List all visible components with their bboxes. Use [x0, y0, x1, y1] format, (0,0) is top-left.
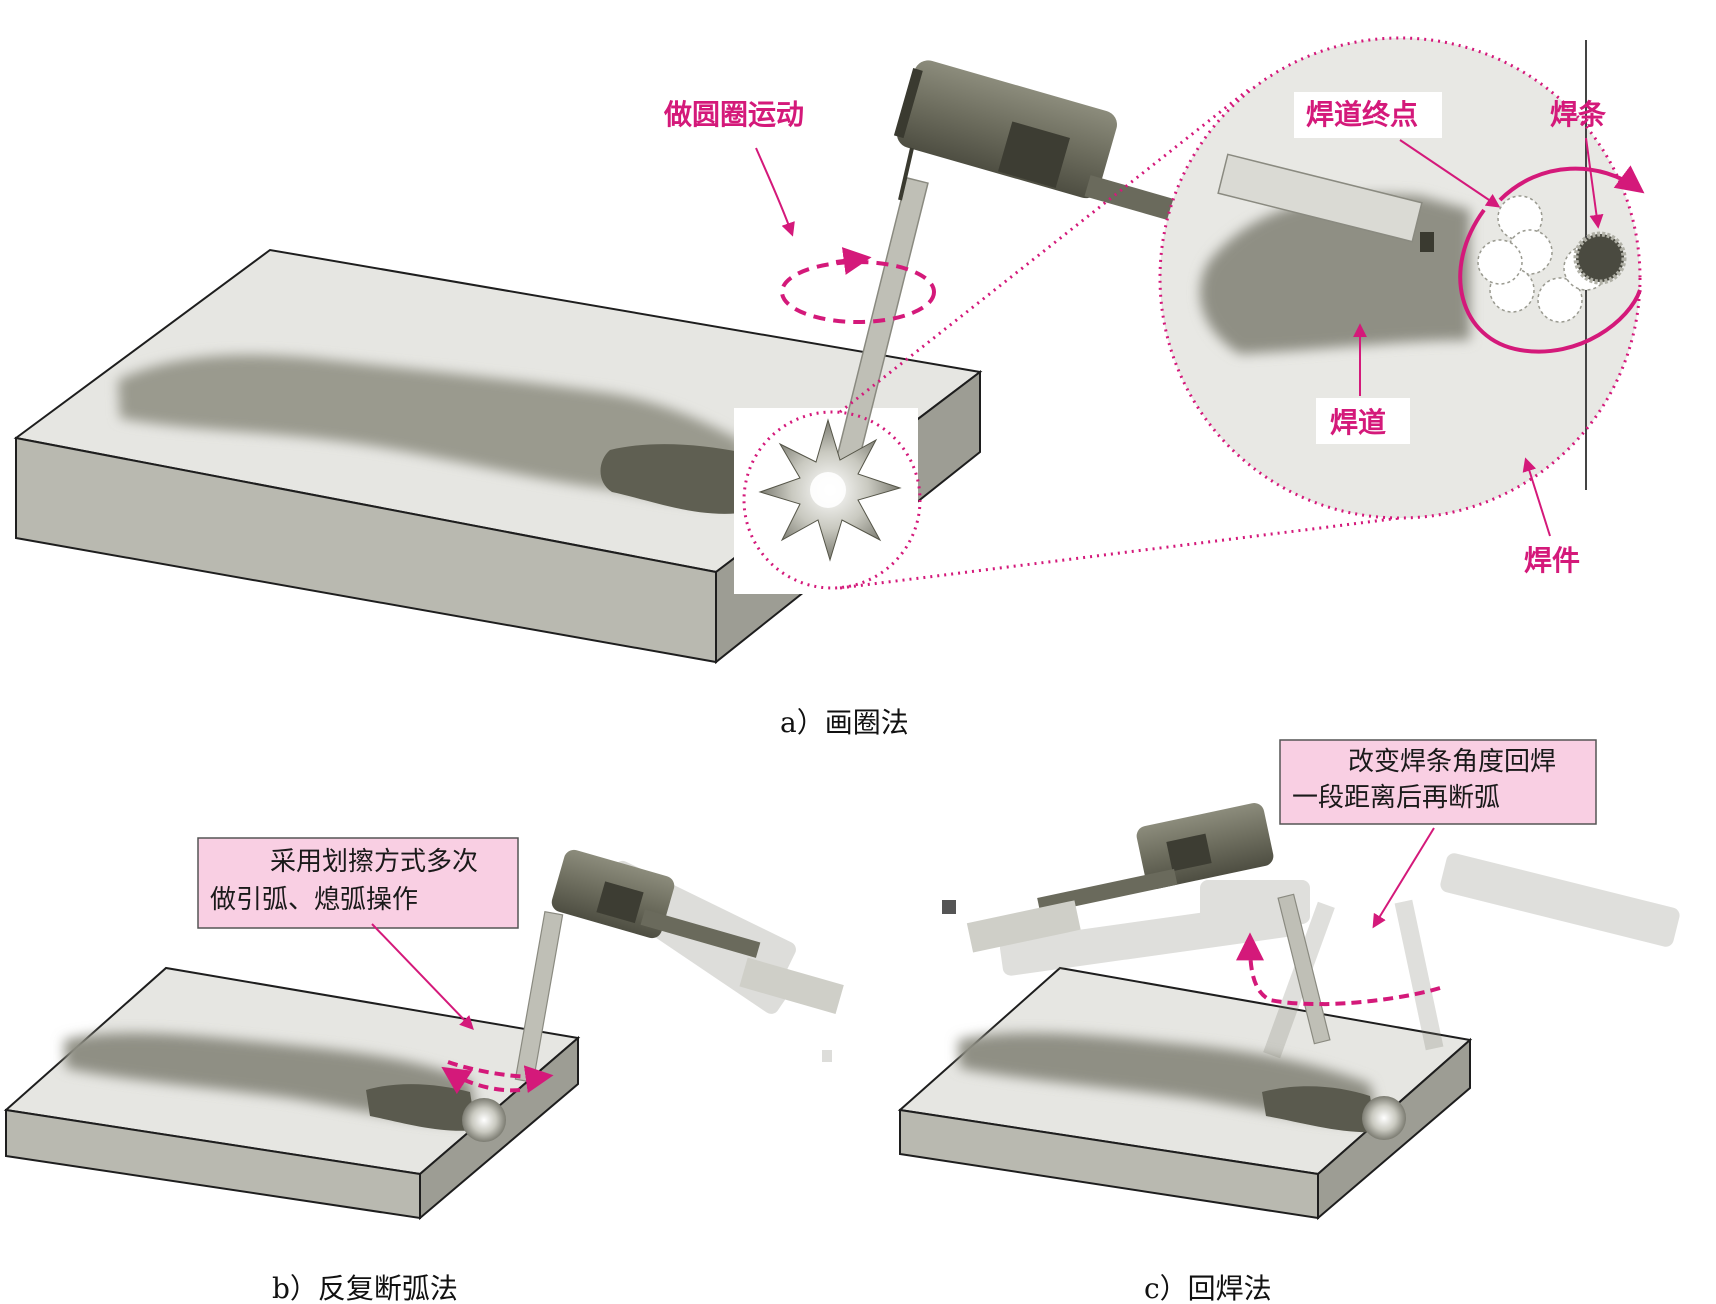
- arc-spark-b: [462, 1098, 506, 1142]
- electrode-ghosts-c: [999, 853, 1680, 1059]
- caption-a: a）画圈法: [780, 706, 909, 739]
- circle-motion-path: [780, 260, 936, 324]
- workpiece-plate-b: [3, 966, 581, 1221]
- circle-arrow-top: [1498, 165, 1645, 202]
- note-c-line1: 改变焊条角度回焊: [1348, 747, 1556, 777]
- electrode-tip: [1573, 231, 1627, 285]
- note-b-line1: 采用划擦方式多次: [270, 847, 478, 877]
- arc-spark-a: [758, 418, 902, 562]
- back-weld-arrow: [1236, 932, 1441, 1007]
- magnified-detail: [1160, 38, 1645, 518]
- weld-bead-label: 焊道: [1330, 406, 1386, 439]
- magnifier-small-circle: [742, 410, 922, 590]
- electrode-label: 焊条: [1550, 98, 1606, 131]
- workpiece-label: 焊件: [1524, 544, 1580, 577]
- panel-a: 做圆圈运动 焊道终点 焊条 焊: [13, 36, 1645, 739]
- circle-arrow-bottom: [1458, 208, 1642, 354]
- note-box-c: [1279, 739, 1597, 825]
- circle-motion-pointer: [755, 147, 795, 237]
- note-c-line2: 一段距离后再断弧: [1292, 783, 1500, 813]
- scratch-arrow-left: [441, 1066, 521, 1095]
- electrode-holder-c: [942, 803, 1331, 1045]
- panel-c: 改变焊条角度回焊 一段距离后再断弧 c）回焊法: [897, 739, 1680, 1304]
- panel-b: 采用划擦方式多次 做引弧、熄弧操作 b）反复断弧法: [3, 837, 844, 1304]
- caption-c: c）回焊法: [1144, 1272, 1272, 1304]
- electrode-holder-b: [514, 849, 844, 1083]
- caption-b: b）反复断弧法: [272, 1272, 458, 1304]
- electrode-holder-a: [833, 60, 1264, 476]
- crater-a: [600, 444, 748, 514]
- arc-spark-c: [1362, 1096, 1406, 1140]
- magnifier-large-circle: [1158, 36, 1642, 520]
- weld-end-label: 焊道终点: [1306, 98, 1418, 131]
- workpiece-plate-c: [897, 966, 1473, 1221]
- scratch-arrow-right: [447, 1060, 554, 1094]
- weld-bead-a: [118, 354, 760, 504]
- note-b-line2: 做引弧、熄弧操作: [210, 885, 418, 915]
- circle-motion-label: 做圆圈运动: [663, 98, 804, 131]
- note-box-b: [197, 837, 519, 929]
- magnifier-line-bottom: [839, 516, 1401, 590]
- magnifier-line-top: [839, 88, 1249, 414]
